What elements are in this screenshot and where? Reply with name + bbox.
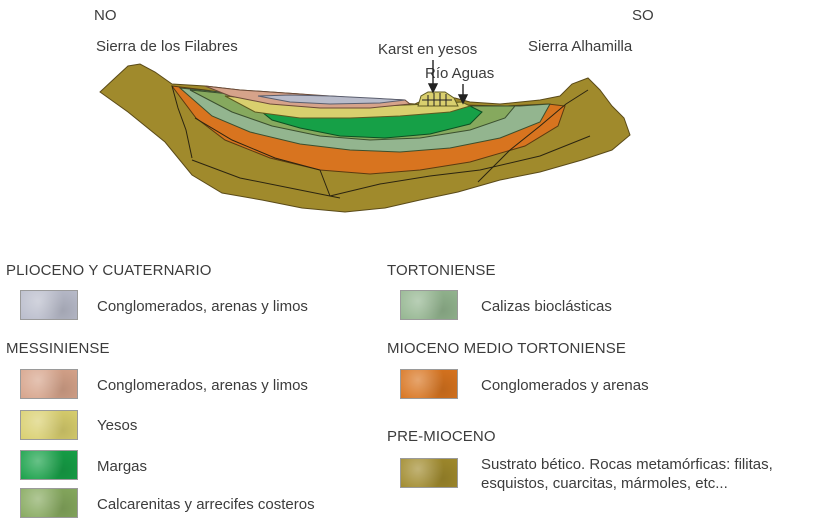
swatch-sustrato (400, 458, 458, 488)
legend-title-premioceno: PRE-MIOCENO (387, 428, 496, 445)
river-arrow (457, 84, 469, 105)
fault-lines (171, 85, 591, 199)
swatch-messiniense-cong (20, 369, 78, 399)
legend-label-plioceno-cong: Conglomerados, arenas y limos (97, 298, 308, 315)
legend-label-messiniense-cong: Conglomerados, arenas y limos (97, 377, 308, 394)
karst-mound (417, 91, 459, 107)
legend-label-margas: Margas (97, 458, 148, 475)
swatch-mioceno-cong (400, 369, 458, 399)
legend-label-sustrato-line1: Sustrato bético. Rocas metamórficas: fil… (481, 456, 773, 473)
legend-label-sustrato-line2: esquistos, cuarcitas, mármoles, etc... (481, 475, 728, 492)
legend-title-plioceno: PLIOCENO Y CUATERNARIO (6, 262, 212, 279)
legend-title-tortoniense: TORTONIENSE (387, 262, 496, 279)
karst-fractures (422, 93, 452, 106)
legend-label-calcarenitas: Calcarenitas y arrecifes costeros (97, 496, 315, 513)
swatch-calizas (400, 290, 458, 320)
karst-arrow (427, 60, 439, 94)
geological-cross-section (99, 60, 631, 213)
sierra-filabres-label: Sierra de los Filabres (96, 38, 238, 55)
legend-title-messiniense: MESSINIENSE (6, 340, 110, 357)
sierra-alhamilla-label: Sierra Alhamilla (528, 38, 633, 55)
karst-label: Karst en yesos (378, 41, 478, 58)
legend-label-calizas: Calizas bioclásticas (481, 298, 612, 315)
rio-aguas-label: Río Aguas (425, 65, 495, 82)
swatch-plioceno (20, 290, 78, 320)
legend-label-yesos: Yesos (97, 417, 138, 434)
legend-label-mioceno-cong: Conglomerados y arenas (481, 377, 649, 394)
layer-plioceno (257, 94, 406, 105)
swatch-margas (20, 450, 78, 480)
legend-label-sustrato: Sustrato bético. Rocas metamórficas: fil… (481, 455, 773, 493)
direction-nw-label: NO (94, 7, 117, 24)
swatch-yesos (20, 410, 78, 440)
legend-title-mioceno-medio: MIOCENO MEDIO TORTONIENSE (387, 340, 626, 357)
swatch-calcarenitas (20, 488, 78, 518)
direction-sw-label: SO (632, 7, 654, 24)
